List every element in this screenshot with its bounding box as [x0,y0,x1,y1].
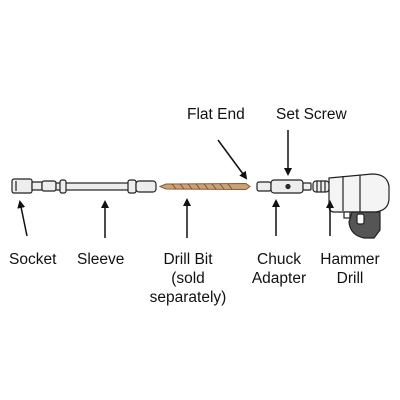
flat-end-arrow [217,139,248,180]
socket-part [11,178,43,194]
drill-bit-label-line3: separately) [149,289,227,306]
chuck-adapter-label-line1: Chuck [257,251,301,268]
sleeve-label: Sleeve [77,251,125,268]
hammer-drill-label-line1: Hammer [320,251,380,268]
chuck-adapter-label-line2: Adapter [251,270,307,287]
drill-bit-label-line1: Drill Bit [163,251,213,268]
hammer-drill-label: Hammer Drill [317,250,383,288]
hammer-drill-label-line2: Drill [336,270,364,287]
sleeve-part [41,179,157,194]
set-screw-label: Set Screw [276,106,347,123]
socket-arrow [17,200,28,237]
drill-bit-label: Drill Bit (sold separately) [147,250,229,307]
flat-end-label: Flat End [187,106,245,123]
drill-bit-part [158,182,251,191]
chuck-adapter-label: Chuck Adapter [248,250,310,288]
chuck-adapter-part [256,179,312,194]
hammer-drill-part [312,173,390,239]
drill-bit-label-line2: (sold [171,270,205,287]
socket-label: Socket [9,251,57,268]
